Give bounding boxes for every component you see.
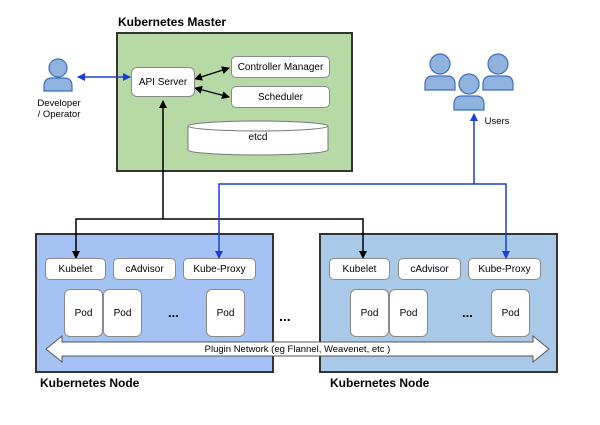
kubeproxy-arrowheads [215, 251, 510, 259]
node-right-pod: Pod [350, 289, 389, 337]
node-right-cadvisor: cAdvisor [398, 258, 461, 280]
node-left-title: Kubernetes Node [40, 376, 140, 390]
developer-label-line1: Developer [37, 98, 81, 109]
node-left-pod-ellipsis: ... [168, 305, 179, 320]
etcd-cylinder [187, 120, 329, 156]
node-left-pod: Pod [206, 289, 245, 337]
developer-person-icon [43, 58, 73, 92]
scheduler-box: Scheduler [231, 86, 330, 108]
api-controller-connector [194, 66, 230, 81]
controller-manager-box: Controller Manager [231, 56, 330, 78]
node-right-pod: Pod [389, 289, 428, 337]
node-right-kube-proxy: Kube-Proxy [468, 258, 541, 280]
api-server-box: API Server [131, 67, 195, 97]
kubelet-arrowheads [72, 251, 367, 259]
node-left-kubelet: Kubelet [45, 258, 106, 280]
node-right-title: Kubernetes Node [330, 376, 430, 390]
users-label: Users [484, 116, 510, 127]
plugin-network-arrow [45, 334, 550, 364]
developer-label: Developer / Operator [24, 98, 94, 120]
users-kubeproxy-connector [218, 113, 507, 258]
node-left-pod: Pod [103, 289, 142, 337]
node-right-kubelet: Kubelet [329, 258, 390, 280]
node-left-kube-proxy: Kube-Proxy [183, 258, 256, 280]
node-left-pod: Pod [64, 289, 103, 337]
between-nodes-ellipsis: ... [279, 308, 291, 324]
developer-label-line2: / Operator [37, 109, 81, 120]
node-right-pod: Pod [491, 289, 530, 337]
plugin-network-label: Plugin Network (eg Flannel, Weavenet, et… [204, 343, 391, 355]
node-right-pod-ellipsis: ... [462, 305, 473, 320]
master-title: Kubernetes Master [118, 15, 227, 29]
api-scheduler-connector [194, 85, 230, 100]
etcd-label: etcd [248, 132, 268, 143]
node-left-cadvisor: cAdvisor [113, 258, 176, 280]
users-group-icon [424, 53, 514, 111]
